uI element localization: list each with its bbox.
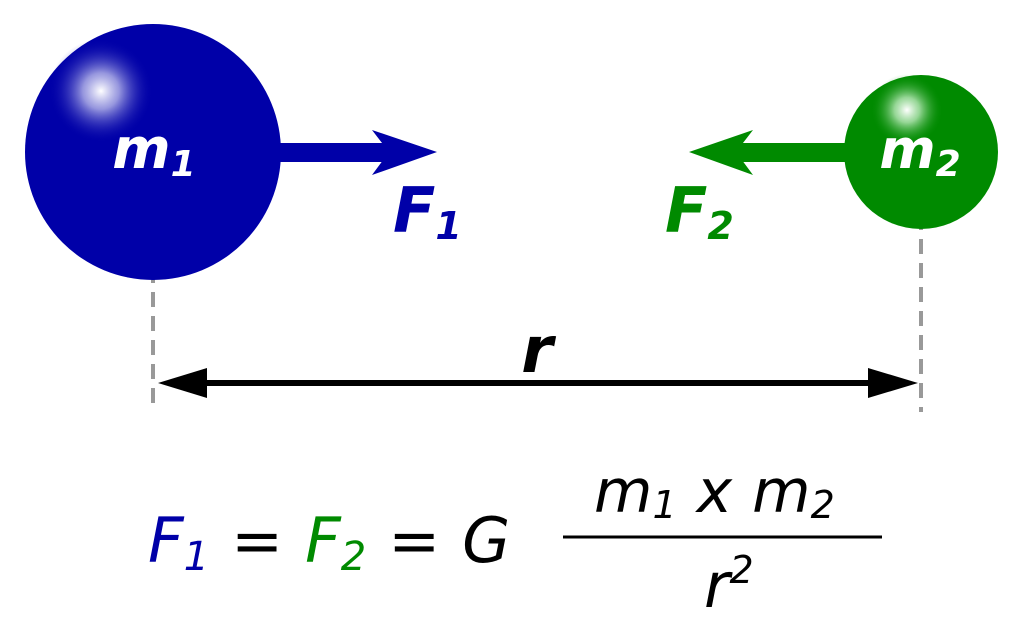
force-1-label: F <box>393 174 435 247</box>
numerator-m2-subscript: 2 <box>811 483 835 527</box>
equation-g: G <box>462 504 510 577</box>
svg-text:F1: F1 <box>393 174 462 248</box>
numerator-m1-subscript: 1 <box>652 483 676 527</box>
denominator-r: r <box>704 549 733 622</box>
svg-text:F1=F2=G: F1=F2=G <box>148 504 510 580</box>
mass-2: m2 <box>844 74 998 229</box>
distance-arrow <box>158 368 918 398</box>
equation-f2: F <box>305 504 342 577</box>
force-1-subscript: 1 <box>435 204 461 248</box>
force-arrow-2 <box>689 130 855 175</box>
mass-2-label: m <box>879 118 935 181</box>
svg-text:m2: m2 <box>879 118 960 185</box>
force-2-subscript: 2 <box>707 204 733 248</box>
force-arrow-1 <box>270 130 437 175</box>
distance-label: r <box>521 314 556 388</box>
numerator-times: x <box>695 457 733 527</box>
equation-f1-subscript: 1 <box>184 534 209 580</box>
equation-equals-1: = <box>231 504 283 577</box>
equation-equals-2: = <box>388 504 440 577</box>
mass-1-highlight <box>49 39 153 143</box>
svg-text:r2: r2 <box>704 548 754 622</box>
mass-1: m1 <box>25 24 281 280</box>
mass-2-highlight <box>871 74 943 146</box>
svg-text:F2: F2 <box>665 174 734 248</box>
equation-f1: F <box>148 504 185 577</box>
force-2-label: F <box>665 174 707 247</box>
mass-1-subscript: 1 <box>171 144 196 185</box>
denominator-exponent: 2 <box>730 548 754 592</box>
equation-f2-subscript: 2 <box>341 534 366 580</box>
mass-1-label: m <box>112 117 170 182</box>
mass-2-subscript: 2 <box>936 144 961 185</box>
numerator-m1: m <box>594 457 652 527</box>
numerator-m2: m <box>752 457 810 527</box>
svg-text:m1: m1 <box>112 117 195 185</box>
